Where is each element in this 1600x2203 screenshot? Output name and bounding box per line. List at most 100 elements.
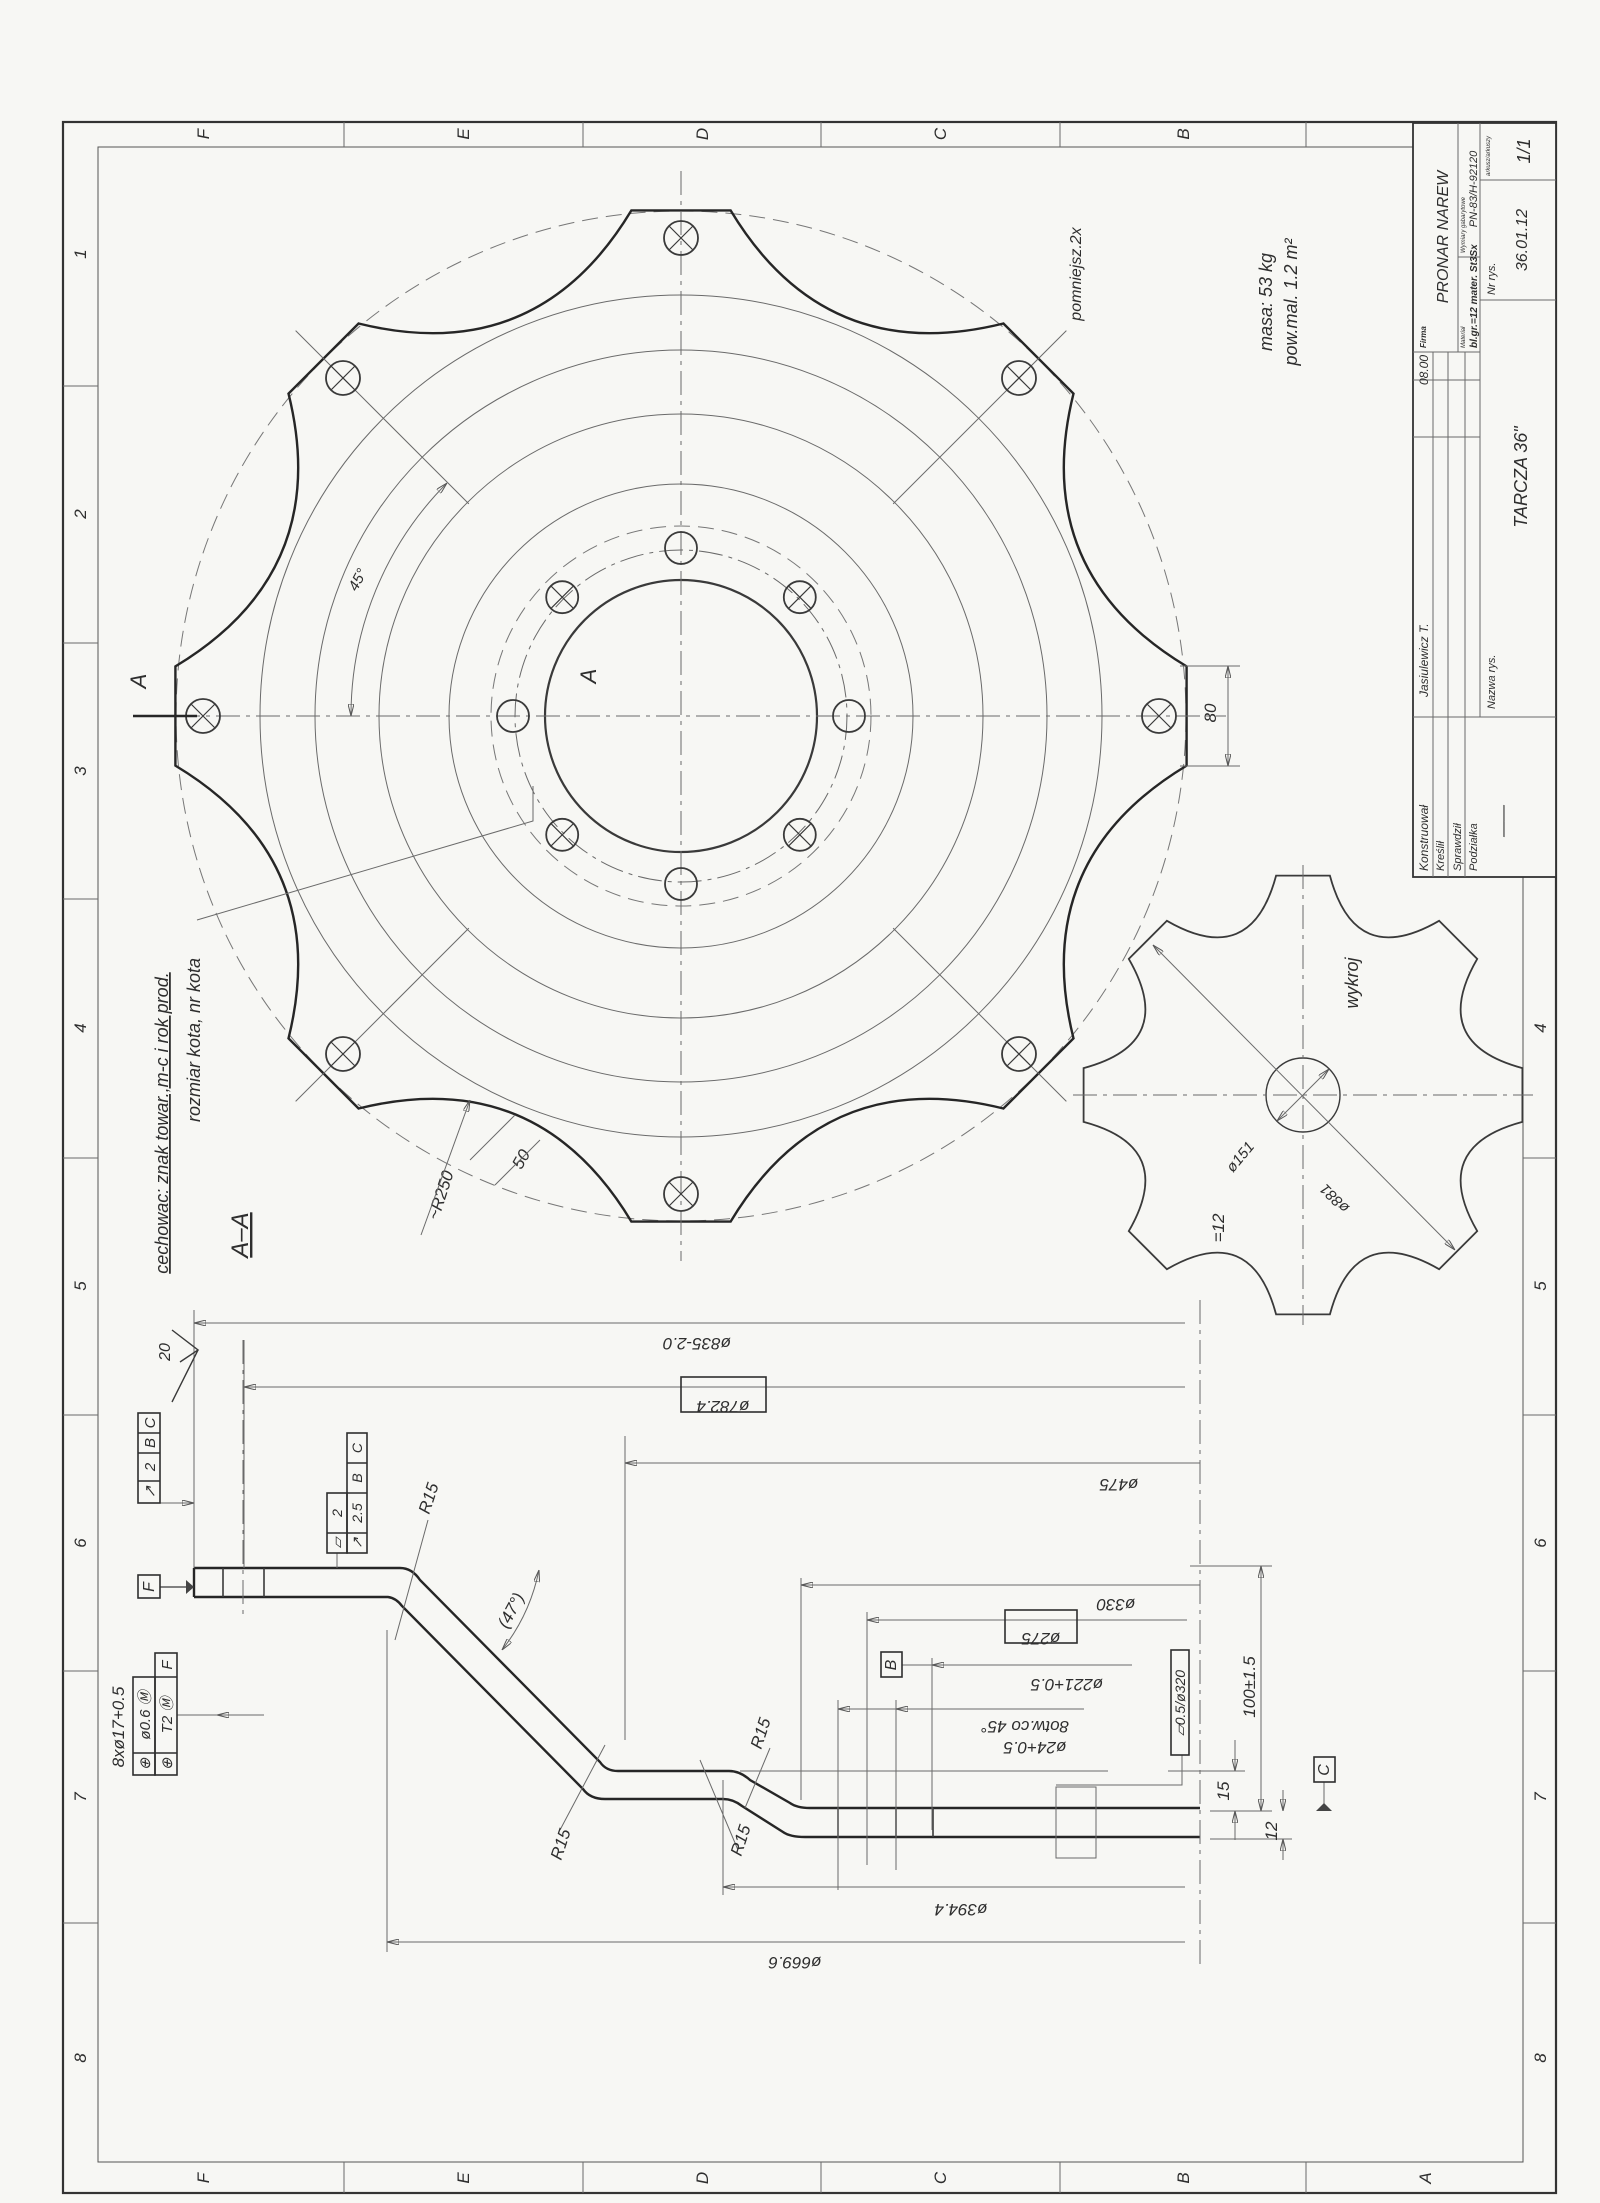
- hole-pattern-note: 8xø17+0.5: [109, 1686, 128, 1767]
- checked-label: Sprawdził: [1452, 823, 1464, 871]
- zone-bottom-a: A: [1416, 2172, 1435, 2184]
- dim-angle-47: (47°): [494, 1590, 528, 1632]
- zone-left-7: 7: [71, 1792, 90, 1802]
- angle-arc-45: [351, 483, 447, 716]
- front-view: [136, 171, 1226, 1261]
- datum-c: C: [1313, 1756, 1336, 1783]
- zone-top-f: F: [194, 127, 213, 139]
- position-symbol-1: ⊕: [137, 1757, 154, 1770]
- dim-d275: ø275: [1021, 1629, 1060, 1648]
- lobe-hole: [1001, 1036, 1037, 1072]
- lobe-hole-cross: [668, 1181, 694, 1207]
- marking-note-line1: cechowac: znak towar.,m-c i rok prod.: [152, 972, 172, 1273]
- section-mark-center: A: [576, 669, 601, 686]
- zone-top-d: D: [693, 128, 712, 140]
- radial-center-line: [295, 927, 470, 1102]
- zone-left-5: 5: [71, 1281, 90, 1291]
- flatness-spec: ▱0.5/ø320: [1172, 1670, 1188, 1736]
- bolt-hole: [782, 580, 817, 615]
- lobe-hole-cross: [190, 703, 216, 729]
- lobe-hole-cross: [1006, 1041, 1032, 1067]
- runout-datum-b: B: [349, 1473, 365, 1482]
- front-view-dimension-lines: [133, 483, 1240, 1236]
- flatness-tolerance: 2: [329, 1509, 345, 1518]
- blank-outer-diameter: ø881: [1317, 1180, 1353, 1216]
- scale-note: pomniejsz.2x: [1068, 226, 1085, 321]
- material: bl.gr.=12 mater. St3Sx: [1469, 244, 1480, 348]
- zone-right-4: 4: [1531, 1023, 1550, 1032]
- sheet-label: arkusz/arkuszy: [1486, 135, 1492, 176]
- drawing-name: TARCZA 36": [1511, 425, 1531, 528]
- drawing-number: 36.01.12: [1514, 209, 1531, 271]
- dim-h12: 12: [1262, 1821, 1281, 1840]
- zone-bottom-b: B: [1174, 2172, 1193, 2183]
- dim-d782: ø782.4: [697, 1397, 750, 1416]
- datum-b-label: B: [883, 1659, 900, 1670]
- drawing-frame: F E D C B F E D C B A 1 2 3 4 5 6 7 8 4 …: [61, 120, 1558, 2195]
- bolt-hole-cross: [550, 585, 575, 610]
- lobe-hole-cross: [330, 1041, 356, 1067]
- datum-f: F: [137, 1574, 161, 1599]
- bolt-hole: [496, 699, 530, 733]
- zone-left-1: 1: [71, 249, 90, 258]
- radius-r15-c: R15: [747, 1715, 775, 1751]
- dim-d24: ø24+0.5: [1003, 1738, 1066, 1757]
- blank-hole-diameter-line: [1277, 1069, 1329, 1121]
- gdt-position-frame: ⊕ ø0.6 Ⓜ ⊕ T2 Ⓜ F: [132, 1652, 178, 1776]
- zone-right-6: 6: [1531, 1538, 1550, 1548]
- blank-diameter-line: [1153, 945, 1455, 1250]
- section-view: A–A 20 ø835-2.0 ø782.4 ø475 ø330 ø275 ø2…: [109, 1212, 1336, 1972]
- company-label: Firma: [1419, 326, 1428, 348]
- dim-50-lines: [469, 1114, 541, 1186]
- dim-80: 80: [1201, 703, 1220, 722]
- lobe-hole: [663, 220, 699, 256]
- bolt-hole: [782, 817, 817, 852]
- position-symbol-2: ⊕: [159, 1757, 176, 1770]
- dim-d394: ø394.4: [935, 1900, 988, 1919]
- dim-d782-box: [680, 1376, 767, 1413]
- scale-label: Podziałka: [1468, 823, 1480, 871]
- lobe-hole: [1001, 360, 1037, 396]
- zone-dividers: [63, 122, 1556, 2193]
- lobe-hole: [325, 360, 361, 396]
- blank-outline: [1082, 874, 1524, 1316]
- runout-tolerance: 2: [142, 1462, 159, 1472]
- zone-bottom-f: F: [194, 2171, 213, 2183]
- zone-bottom-c: C: [931, 2171, 950, 2184]
- zone-right-7: 7: [1531, 1792, 1550, 1802]
- runout-datum-2: C: [142, 1417, 159, 1428]
- scale-value: ——: [1495, 804, 1512, 838]
- section-title: A–A: [227, 1212, 254, 1259]
- material-label: Materiał: [1461, 326, 1467, 348]
- hub-marking-area: [1055, 1786, 1097, 1859]
- flatness-symbol: ▱: [329, 1535, 345, 1548]
- designer-name: Jasiulewicz T.: [1417, 623, 1431, 698]
- blank-view: [1073, 865, 1533, 1325]
- runout-datum-c: C: [349, 1442, 365, 1453]
- lobe-hole-cross: [330, 365, 356, 391]
- flatness-frame: ▱0.5/ø320: [1170, 1649, 1190, 1756]
- outer-border: [61, 120, 1558, 2195]
- marking-leader: [196, 786, 534, 921]
- lobe-hole: [325, 1036, 361, 1072]
- runout-symbol: ↗: [142, 1485, 159, 1498]
- bolt-hole: [832, 699, 866, 733]
- section-mark-left: A: [126, 674, 151, 691]
- section-profile-top: [194, 1566, 1200, 1810]
- dim-d275-box: [1004, 1609, 1078, 1644]
- dim-d330: ø330: [1096, 1595, 1135, 1614]
- radial-center-line: [892, 927, 1067, 1102]
- zone-left-3: 3: [71, 766, 90, 776]
- sheet-number: 1/1: [1514, 138, 1534, 163]
- runout-datum-1: B: [142, 1438, 159, 1448]
- standard: PN-83/H-92120: [1468, 150, 1480, 227]
- date: 08.00: [1417, 355, 1431, 385]
- blank-view-annotations: wykroj =12 ø151 ø881: [1209, 957, 1362, 1243]
- radius-leader: [420, 1100, 470, 1236]
- dim-h15: 15: [1214, 1781, 1233, 1800]
- bolt-hole-cross: [550, 822, 575, 847]
- zone-right-8: 8: [1531, 2053, 1550, 2063]
- zone-left-8: 8: [71, 2053, 90, 2063]
- zone-top-c: C: [931, 127, 950, 140]
- dim-d835: ø835-2.0: [662, 1334, 731, 1353]
